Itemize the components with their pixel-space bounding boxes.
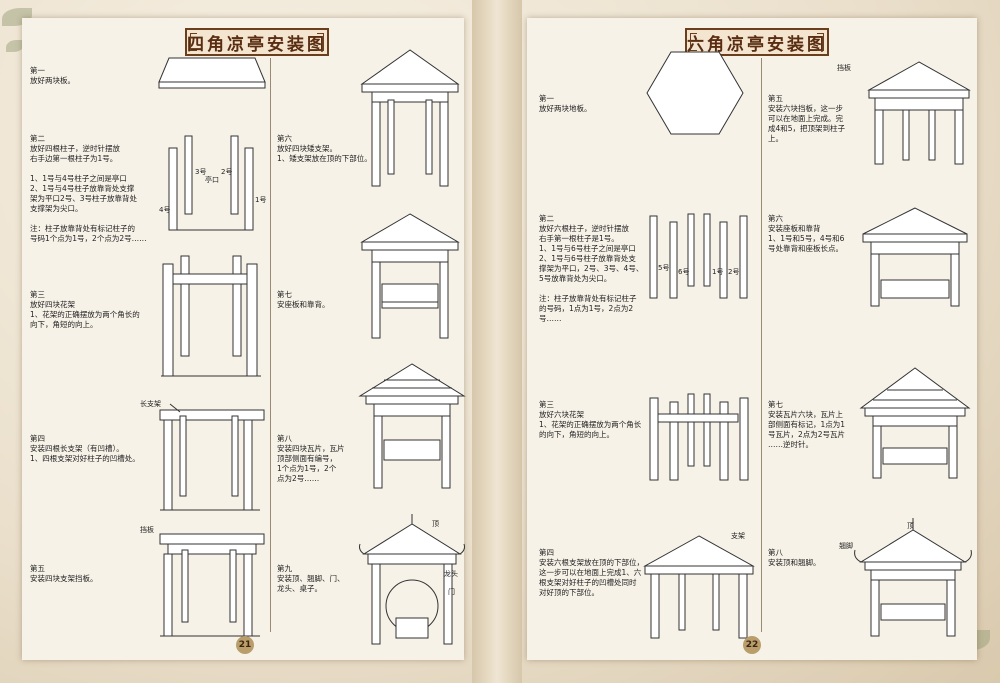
right-page: 六角凉亭安装图 第一放好两块地板。 第二放好六根柱子，逆时针摆放 右手第一根柱子… (527, 18, 977, 660)
decorative-leaf (6, 40, 24, 52)
svg-text:6号: 6号 (678, 268, 689, 276)
svg-text:1号: 1号 (712, 268, 723, 276)
svg-text:顶: 顶 (432, 520, 439, 528)
page-number: 22 (743, 636, 761, 654)
svg-text:顶: 顶 (907, 522, 914, 530)
step-5: 第五安装四块支架挡板。 (30, 564, 98, 583)
diagram-six-roof-tiles (859, 367, 971, 479)
svg-text:长支架: 长支架 (140, 399, 161, 408)
step-8: 第八安装顶和翘脚。 (768, 548, 821, 567)
page-title: 四角凉亭安装图 (185, 28, 329, 56)
book-spine (472, 0, 522, 683)
diagram-flower-frames (161, 255, 261, 377)
step-6: 第六放好四块矮支架。 1、矮支架放在顶的下部位。 (277, 134, 372, 163)
column-divider (761, 58, 762, 632)
svg-text:2号: 2号 (221, 168, 232, 176)
step-3: 第三放好六块花架 1、花架的正确摆放为两个角长 的向下，角短的向上。 (539, 400, 642, 439)
diagram-six-supports: 支架 (643, 531, 755, 639)
step-9: 第九安装顶、翘脚、门、 龙头、桌子。 (277, 564, 345, 593)
diagram-baffles: 挡板 (140, 525, 265, 637)
step-4: 第四安装六根支架放在顶的下部位， 这一步可以在地面上完成1、六 根支架对好柱子的… (539, 548, 644, 597)
diagram-long-supports: 长支架 (140, 399, 265, 511)
svg-text:支架: 支架 (731, 531, 745, 540)
step-2: 第二放好六根柱子，逆时针摆放 右手第一根柱子是1号。 1、1号与6号柱子之间是亭… (539, 214, 644, 323)
step-7: 第七安座板和靠背。 (277, 290, 330, 309)
step-1: 第一放好两块地板。 (539, 94, 592, 113)
diagram-roof-frame (360, 49, 460, 187)
step-2: 第二放好四根柱子，逆时针摆放 右手边第一根柱子为1号。 1、1号与4号柱子之间是… (30, 134, 147, 243)
svg-text:2号: 2号 (728, 268, 739, 276)
step-6: 第六安装座板和靠背 1、1号和5号，4号和6 号处靠背和座板长点。 (768, 214, 845, 253)
diagram-floor-boards (158, 57, 266, 89)
step-3: 第三放好四块花架 1、花架的正确摆放为两个角长的 向下，角短的向上。 (30, 290, 140, 329)
diagram-six-flower-frames (649, 393, 749, 481)
svg-text:挡板: 挡板 (837, 63, 851, 72)
svg-text:翘脚: 翘脚 (839, 541, 853, 550)
step-7: 第七安装瓦片六块，瓦片上 部侧面有标记，1点为1 号瓦片，2点为2号瓦片 ……逆… (768, 400, 846, 449)
diagram-seat-backrest (360, 213, 460, 339)
column-divider (270, 58, 271, 632)
diagram-six-complete: 顶 翘脚 (839, 518, 972, 637)
diagram-hexagon-floor (646, 51, 744, 135)
diagram-six-seat-backrest (862, 207, 968, 307)
svg-text:4号: 4号 (159, 206, 170, 214)
page-title: 六角凉亭安装图 (685, 28, 829, 56)
page-number: 21 (236, 636, 254, 654)
left-page: 四角凉亭安装图 第一放好两块板。 第二放好四根柱子，逆时针摆放 右手边第一根柱子… (22, 18, 466, 660)
diagram-four-pillars: 4号 1号 3号 2号 亭口 (159, 135, 266, 231)
svg-text:亭口: 亭口 (205, 175, 219, 184)
step-8: 第八安装四块瓦片，瓦片 顶部侧面有编号， 1个点为1号，2个 点为2号…… (277, 434, 345, 483)
diagram-complete-pavilion: 顶 龙头 门 (359, 514, 465, 645)
step-4: 第四安装四根长支架（有凹槽）。 1、四根支架对好柱子的凹槽处。 (30, 434, 140, 463)
svg-text:5号: 5号 (658, 264, 669, 272)
svg-text:龙头: 龙头 (444, 569, 458, 578)
diagram-six-baffles: 挡板 (837, 61, 971, 165)
step-1: 第一放好两块板。 (30, 66, 75, 85)
diagram-roof-tiles (358, 363, 466, 489)
svg-text:3号: 3号 (195, 168, 206, 176)
diagram-six-pillars: 5号 6号 1号 2号 (649, 213, 748, 299)
svg-text:门: 门 (448, 587, 455, 596)
svg-text:挡板: 挡板 (140, 525, 154, 534)
svg-text:1号: 1号 (255, 196, 266, 204)
step-5: 第五安装六块挡板，这一步 可以在地面上完成。完 成4和5，把顶架到柱子 上。 (768, 94, 846, 143)
